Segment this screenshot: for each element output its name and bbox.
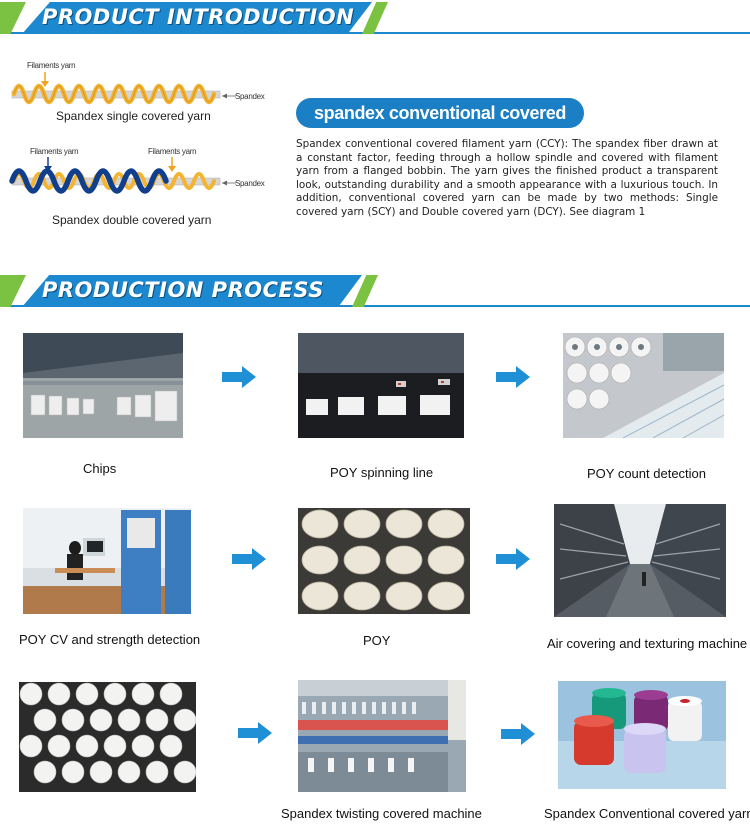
poy-cv-strength-photo [23, 508, 191, 614]
white-bobbins-photo [19, 682, 196, 792]
yarn-illustration [9, 72, 236, 194]
poy-spinning-photo [298, 333, 464, 438]
arrow-right-icon [238, 722, 272, 744]
arrow-right-icon [501, 723, 535, 745]
process-caption-poy: POY [363, 633, 391, 648]
spandex-core-label: Spandex [235, 92, 265, 101]
air-covering-photo [554, 504, 726, 617]
banner-rule [0, 305, 750, 307]
chips-warehouse-photo [23, 333, 183, 438]
arrow-right-icon [496, 366, 530, 388]
intro-section-title: PRODUCT INTRODUCTION [42, 5, 355, 29]
filaments-yarn-label: Filaments yarn [27, 61, 76, 70]
poy-bobbins-photo [298, 508, 470, 614]
double-covered-caption: Spandex double covered yarn [52, 213, 212, 227]
process-caption-conventional-yarn: Spandex Conventional covered yarn [544, 806, 750, 821]
spandex-core-label-double: Spandex [235, 179, 265, 188]
single-covered-caption: Spandex single covered yarn [56, 109, 211, 123]
process-caption-air-covering: Air covering and texturing machine [547, 636, 748, 651]
product-heading-pill: spandex conventional covered yarn [296, 98, 584, 153]
banner-green-accent [0, 275, 26, 307]
intro-section-banner: PRODUCT INTRODUCTION [0, 2, 750, 36]
arrow-right-icon [496, 548, 530, 570]
process-caption-chips: Chips [83, 461, 117, 476]
poy-count-photo [563, 333, 724, 438]
twisting-machine-photo [298, 680, 466, 792]
process-caption-poy-cv: POY CV and strength detection [19, 632, 201, 647]
process-caption-twisting: Spandex twisting covered machine [281, 806, 482, 821]
arrow-right-icon [232, 548, 266, 570]
banner-blue-band [22, 2, 372, 34]
arrow-right-icon [222, 366, 256, 388]
product-description: Spandex conventional covered filament ya… [296, 138, 718, 218]
filaments-yarn-label-inner: Filaments yarn [30, 147, 79, 156]
covered-yarn-diagram: Filaments yarn Spandex Spandex single co… [0, 50, 290, 240]
banner-blue-band [22, 275, 362, 307]
banner-rule [0, 32, 750, 34]
process-caption-poy-count: POY count detection [587, 466, 707, 481]
colored-cones-photo [558, 681, 726, 789]
process-section-banner: PRODUCTION PROCESS [0, 275, 750, 309]
process-section-title: PRODUCTION PROCESS [42, 278, 324, 302]
process-caption-poy-spinning: POY spinning line [330, 465, 434, 480]
filaments-yarn-label-outer: Filaments yarn [148, 147, 197, 156]
banner-green-accent [0, 2, 26, 34]
